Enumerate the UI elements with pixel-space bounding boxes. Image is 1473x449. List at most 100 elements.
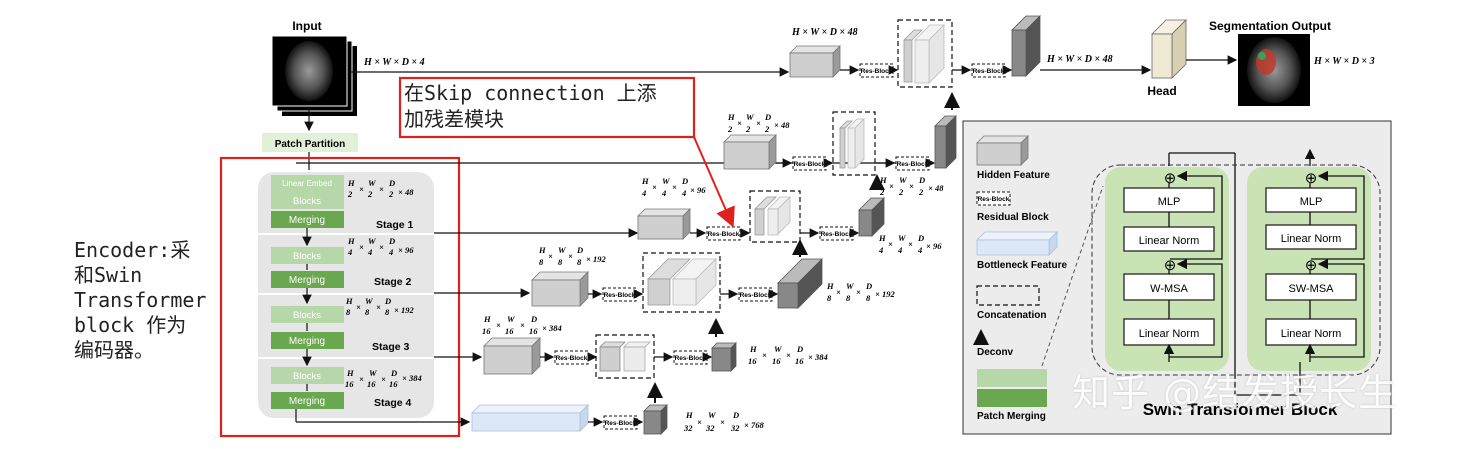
- svg-text:2: 2: [727, 124, 733, 134]
- svg-text:D: D: [917, 233, 924, 243]
- svg-text:32: 32: [730, 423, 740, 433]
- svg-text:Bottleneck Feature: Bottleneck Feature: [977, 260, 1067, 271]
- l3-dims-right: H8 × W8 × D8 × 192: [826, 281, 895, 303]
- res-block-l4b: Res-Block: [673, 350, 708, 365]
- l3-out-cube: [777, 258, 823, 309]
- l3-hidden-cube: [531, 271, 589, 307]
- svg-text:×: ×: [756, 118, 761, 128]
- svg-text:⊕: ⊕: [1164, 170, 1177, 187]
- swin-outer-dashed: [1091, 164, 1381, 376]
- svg-text:W: W: [662, 176, 671, 186]
- swin-block-title: Swin Transformer Block: [1143, 400, 1338, 419]
- l2-dims: H4 × W4 × D4 × 96: [641, 176, 706, 198]
- svg-text:×: ×: [889, 181, 894, 191]
- svg-text:MLP: MLP: [1300, 196, 1323, 208]
- svg-text:W: W: [558, 245, 567, 255]
- l4-dims-right: H16 × W16 × D16 × 384: [748, 344, 828, 366]
- l1-out-cube: [934, 115, 957, 169]
- svg-text:4: 4: [897, 245, 902, 255]
- svg-text:16: 16: [795, 356, 804, 366]
- svg-text:×: ×: [376, 302, 381, 312]
- svg-text:W: W: [708, 410, 717, 420]
- svg-text:Res-Block: Res-Block: [978, 196, 1010, 203]
- svg-text:× 192: × 192: [586, 254, 606, 264]
- svg-text:×: ×: [356, 302, 361, 312]
- top-left-dims: H × W × D × 48: [791, 27, 858, 38]
- head-block: [1151, 19, 1187, 79]
- legend-patch-merging: Patch Merging: [977, 369, 1047, 422]
- svg-text:×: ×: [379, 242, 384, 252]
- svg-text:W: W: [368, 178, 377, 188]
- stage2-dims: H4 × W4 × D4 × 96: [347, 236, 414, 257]
- l3-dims: H8 × W8 × D8 × 192: [538, 245, 606, 267]
- svg-text:4: 4: [681, 188, 686, 198]
- svg-text:2: 2: [879, 187, 885, 197]
- svg-text:× 384: × 384: [808, 352, 828, 362]
- svg-text:H: H: [749, 344, 757, 354]
- l4-dims: H16 × W16 × D16 × 384: [482, 314, 562, 336]
- encoder-highlight-box: [219, 156, 461, 438]
- svg-text:⊕: ⊕: [1305, 257, 1318, 274]
- svg-text:D: D: [681, 176, 688, 186]
- svg-text:Res-Block: Res-Block: [897, 161, 929, 168]
- svg-text:H: H: [483, 314, 491, 324]
- res-block-bottom: Res-Block: [603, 415, 638, 430]
- svg-text:× 384: × 384: [542, 323, 562, 333]
- skip-connection-annotation: 在Skip connection 上添 加残差模块: [404, 81, 657, 131]
- skip-note-arrow: [693, 136, 735, 228]
- stage2-blocks: Blocks: [293, 251, 321, 262]
- svg-text:H: H: [347, 236, 355, 246]
- stage1-merging: Merging: [289, 215, 325, 226]
- svg-text:×: ×: [909, 181, 914, 191]
- svg-text:W: W: [898, 233, 907, 243]
- top-concat: [897, 19, 953, 88]
- svg-text:×: ×: [496, 320, 501, 330]
- svg-text:16: 16: [772, 356, 781, 366]
- legend-deconv: Deconv: [973, 329, 1014, 358]
- input-label: Input: [292, 19, 321, 33]
- svg-text:H: H: [878, 233, 886, 243]
- svg-text:H: H: [538, 245, 546, 255]
- res-blocks: Res-Block Res-Block Res-Block Res-Block …: [554, 63, 1006, 430]
- svg-text:8: 8: [558, 257, 563, 267]
- svg-text:×: ×: [672, 182, 677, 192]
- stage4-label: Stage 4: [374, 397, 412, 409]
- svg-text:2: 2: [367, 189, 373, 199]
- linear-embed-label: Linear Embed: [282, 179, 332, 188]
- stage-2: Blocks Merging Stage 2: [271, 247, 412, 288]
- res-block-l3b: Res-Block: [738, 287, 773, 302]
- svg-text:× 192: × 192: [875, 289, 895, 299]
- bottleneck-feature: [471, 404, 589, 432]
- l2-dims-right: H4 × W4 × D4 × 96: [878, 233, 942, 255]
- l2-out-cube: [858, 197, 885, 237]
- res-block-l1a: Res-Block: [792, 156, 827, 171]
- svg-text:×: ×: [697, 417, 702, 427]
- res-block-l3a: Res-Block: [602, 287, 637, 302]
- svg-text:Hidden Feature: Hidden Feature: [977, 170, 1050, 181]
- brain-mri-image: [285, 41, 333, 101]
- svg-text:Res-Block: Res-Block: [821, 231, 853, 238]
- svg-text:4: 4: [878, 245, 883, 255]
- svg-text:H: H: [879, 175, 887, 185]
- svg-text:H: H: [347, 178, 355, 188]
- svg-text:W: W: [369, 368, 378, 378]
- svg-text:× 48: × 48: [774, 120, 790, 130]
- res-block-l1b: Res-Block: [895, 156, 930, 171]
- top-right-dims: H × W × D × 48: [1046, 54, 1113, 65]
- svg-text:× 96: × 96: [926, 241, 942, 251]
- svg-text:W: W: [846, 281, 855, 291]
- svg-text:×: ×: [836, 287, 841, 297]
- stage1-blocks: Blocks: [293, 196, 321, 207]
- svg-text:2: 2: [388, 189, 394, 199]
- svg-text:16: 16: [748, 356, 757, 366]
- svg-text:8: 8: [827, 293, 832, 303]
- legend-bottleneck-feature: Bottleneck Feature: [976, 231, 1067, 271]
- stage2-merging: Merging: [289, 275, 325, 286]
- svg-text:16: 16: [505, 326, 514, 336]
- svg-text:Res-Block: Res-Block: [708, 231, 740, 238]
- svg-text:D: D: [388, 236, 395, 246]
- svg-text:Res-Block: Res-Block: [675, 355, 707, 362]
- svg-text:8: 8: [539, 257, 544, 267]
- svg-text:Res-Block: Res-Block: [973, 68, 1005, 75]
- head-label: Head: [1147, 84, 1176, 98]
